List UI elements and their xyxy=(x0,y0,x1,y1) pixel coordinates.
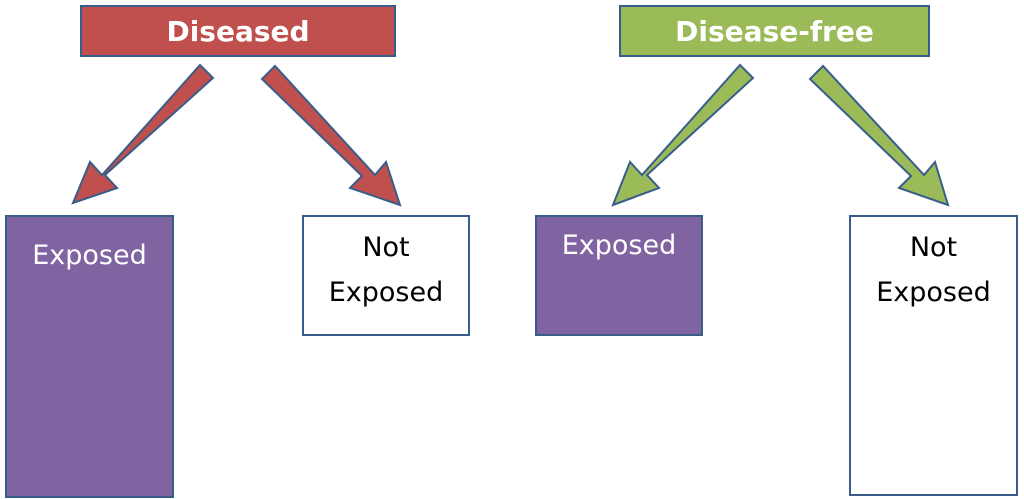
diseased-exposed-box: Exposed xyxy=(5,215,174,498)
diseased-header: Diseased xyxy=(80,5,396,57)
arrow-free-to-not-exposed xyxy=(808,64,950,207)
diseased-not-exposed-box: Not Exposed xyxy=(302,215,470,336)
disease-free-exposed-label: Exposed xyxy=(561,230,677,261)
diseased-exposed-label: Exposed xyxy=(32,240,147,271)
disease-free-exposed-box: Exposed xyxy=(535,215,703,336)
arrow-free-to-exposed xyxy=(611,63,755,207)
disease-free-label: Disease-free xyxy=(675,14,874,48)
arrow-diseased-to-exposed xyxy=(71,63,215,205)
diseased-label: Diseased xyxy=(166,14,310,48)
arrow-diseased-to-not-exposed xyxy=(260,64,402,207)
diseased-not-exposed-line2: Exposed xyxy=(328,277,444,308)
disease-free-header: Disease-free xyxy=(619,5,930,57)
disease-free-not-exposed-line2: Exposed xyxy=(876,277,991,308)
disease-free-not-exposed-line1: Not xyxy=(909,232,958,263)
disease-free-not-exposed-box: Not Exposed xyxy=(849,215,1018,496)
diseased-not-exposed-line1: Not xyxy=(362,232,410,263)
